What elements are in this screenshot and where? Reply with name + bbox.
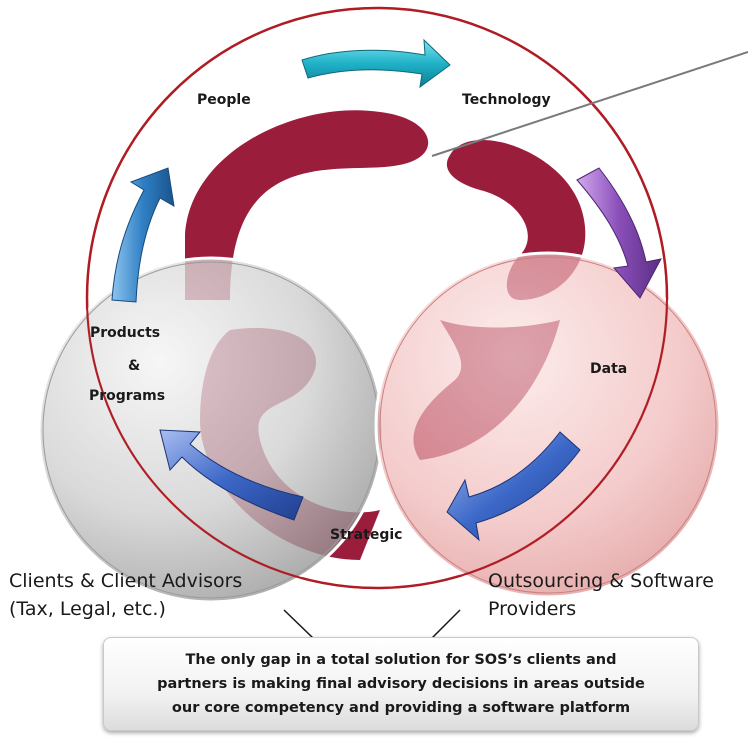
right-circle	[374, 251, 722, 599]
arrow-products-to-people	[111, 167, 175, 303]
left-circle-caption-line2: (Tax, Legal, etc.)	[9, 598, 166, 620]
arrow-technology-to-data	[576, 167, 662, 299]
callout-line-2: partners is making final advisory decisi…	[157, 676, 645, 692]
callout-line-1: The only gap in a total solution for SOS…	[185, 652, 617, 668]
label-products: Products	[90, 325, 161, 341]
callout-text: The only gap in a total solution for SOS…	[104, 648, 698, 720]
right-circle-caption-line1: Outsourcing & Software	[488, 570, 714, 592]
label-programs: Programs	[89, 388, 166, 404]
label-people: People	[197, 92, 251, 108]
left-circle	[37, 256, 385, 604]
label-ampersand: &	[128, 358, 141, 374]
label-data: Data	[590, 361, 628, 377]
label-strategic: Strategic	[330, 527, 403, 543]
arrow-strategic-to-products	[159, 429, 304, 521]
arrow-data-to-strategic	[446, 431, 581, 542]
callout-line-3: our core competency and providing a soft…	[171, 700, 631, 716]
left-circle-caption-line1: Clients & Client Advisors	[9, 570, 243, 592]
pointer-line	[431, 51, 748, 157]
right-circle-caption-line2: Providers	[488, 598, 577, 620]
callout-box: The only gap in a total solution for SOS…	[103, 637, 699, 731]
arrow-people-to-technology	[301, 38, 451, 89]
label-technology: Technology	[462, 92, 551, 108]
